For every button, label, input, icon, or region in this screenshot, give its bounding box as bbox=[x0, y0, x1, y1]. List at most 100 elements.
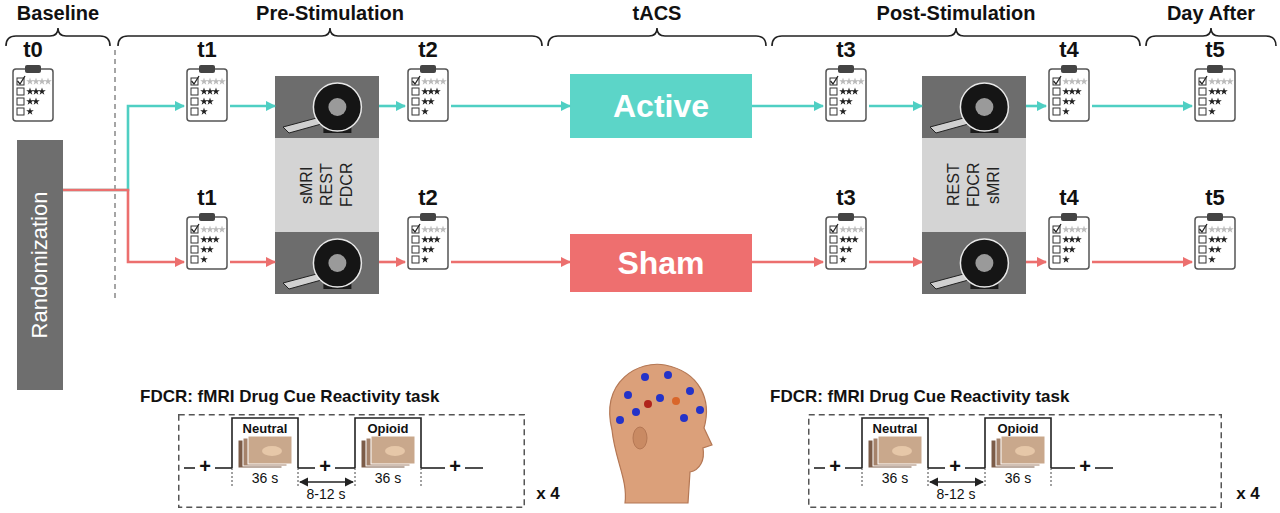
rating-star bbox=[1062, 77, 1070, 84]
rating-star bbox=[200, 225, 208, 232]
scanner-bore bbox=[975, 254, 993, 272]
flow-arrow bbox=[752, 261, 823, 264]
rating-star bbox=[421, 97, 429, 104]
rating-star bbox=[212, 235, 220, 242]
clip-outline bbox=[184, 64, 230, 122]
timepoint-label: t1 bbox=[184, 38, 230, 62]
dashed-border bbox=[809, 415, 1222, 508]
scanner-box bbox=[922, 232, 1026, 294]
rating-star bbox=[1226, 77, 1234, 84]
panel-heading: FDCR: fMRI Drug Cue Reactivity task bbox=[140, 387, 439, 407]
rating-star bbox=[1062, 235, 1070, 242]
stimulus-block: Neutral bbox=[862, 418, 928, 468]
rating-star bbox=[200, 255, 208, 262]
flow-arrow bbox=[63, 190, 184, 262]
checkbox bbox=[1199, 88, 1206, 95]
rating-star bbox=[433, 225, 441, 232]
rating-star bbox=[427, 235, 435, 242]
checkbox bbox=[1199, 98, 1206, 105]
clipboard-board bbox=[1195, 69, 1235, 121]
rating-star bbox=[1068, 97, 1076, 104]
electrode bbox=[624, 391, 632, 399]
rating-star bbox=[1080, 77, 1088, 84]
checkbox bbox=[191, 98, 198, 105]
flow-arrow bbox=[230, 105, 275, 108]
rating-star bbox=[218, 77, 226, 84]
phase-header: Post-Stimulation bbox=[877, 2, 1036, 25]
panel-heading: FDCR: fMRI Drug Cue Reactivity task bbox=[770, 387, 1069, 407]
rating-star bbox=[1074, 77, 1082, 84]
electrode bbox=[641, 373, 649, 381]
photo-card bbox=[248, 436, 292, 464]
timepoint-label: t3 bbox=[823, 38, 869, 62]
rating-star bbox=[427, 97, 435, 104]
checkbox bbox=[830, 98, 837, 105]
rating-star bbox=[1220, 77, 1228, 84]
rating-star bbox=[200, 235, 208, 242]
stimulus-pulse bbox=[355, 418, 421, 468]
stimulus-label: Opioid bbox=[985, 421, 1051, 436]
rating-star bbox=[1208, 225, 1216, 232]
fdcr-outline bbox=[178, 414, 525, 508]
phase-bracket bbox=[1146, 28, 1276, 46]
clip-outline bbox=[184, 212, 230, 270]
clipboard-clip bbox=[1061, 65, 1077, 73]
rating-star bbox=[1074, 225, 1082, 232]
randomization-bar: Randomization bbox=[17, 140, 63, 390]
repeat-label: x 4 bbox=[536, 484, 560, 504]
fixation-cross: + bbox=[949, 455, 961, 478]
rating-star bbox=[433, 235, 441, 242]
rating-star bbox=[857, 225, 865, 232]
photo-detail bbox=[892, 446, 912, 456]
stimulus-label: Neutral bbox=[232, 421, 298, 436]
rating-star bbox=[1214, 97, 1222, 104]
scanner-ring bbox=[313, 239, 361, 287]
timepoint-label: t4 bbox=[1046, 186, 1092, 210]
head-shape bbox=[610, 364, 712, 503]
rating-star bbox=[1080, 225, 1088, 232]
rating-star bbox=[26, 107, 34, 114]
timeline-baseline bbox=[298, 467, 315, 469]
check-mark bbox=[192, 76, 200, 84]
duration-tick bbox=[985, 468, 986, 486]
interval-label: 8-12 s bbox=[937, 486, 976, 502]
box-fill bbox=[570, 234, 752, 292]
rating-star bbox=[439, 77, 447, 84]
clipboard-clip bbox=[838, 65, 854, 73]
rating-star bbox=[421, 225, 429, 232]
clipboard-clip bbox=[1207, 65, 1223, 73]
clipboard-clip bbox=[1061, 213, 1077, 221]
checkbox bbox=[191, 88, 198, 95]
scanner-box bbox=[275, 232, 379, 294]
photo-detail bbox=[385, 446, 405, 456]
rating-star bbox=[1068, 87, 1076, 94]
rating-star bbox=[206, 97, 214, 104]
check-mark bbox=[1200, 224, 1208, 232]
phase-header: Pre-Stimulation bbox=[256, 2, 404, 25]
timeline-baseline bbox=[928, 467, 945, 469]
checkbox bbox=[1199, 236, 1206, 243]
stimulus-label: Neutral bbox=[862, 421, 928, 436]
flow-arrow bbox=[1092, 105, 1192, 108]
rating-star bbox=[206, 235, 214, 242]
rating-star bbox=[845, 77, 853, 84]
timeline-baseline bbox=[965, 467, 985, 469]
task-panel: FDCR: fMRI Drug Cue Reactivity taskNeutr… bbox=[808, 414, 1222, 508]
rating-star bbox=[200, 87, 208, 94]
rating-star bbox=[839, 245, 847, 252]
scanner-box bbox=[275, 76, 379, 138]
checkbox bbox=[830, 246, 837, 253]
rating-star bbox=[439, 225, 447, 232]
checkbox bbox=[412, 108, 419, 115]
electrode bbox=[656, 394, 664, 402]
bar-label: Randomization bbox=[27, 192, 53, 339]
clip-outline bbox=[823, 64, 869, 122]
rating-star bbox=[1220, 225, 1228, 232]
rating-star bbox=[1220, 235, 1228, 242]
fixation-cross: + bbox=[449, 455, 461, 478]
checkbox bbox=[1053, 256, 1060, 263]
rating-star bbox=[206, 245, 214, 252]
rating-star bbox=[32, 97, 40, 104]
checkbox bbox=[1199, 108, 1206, 115]
